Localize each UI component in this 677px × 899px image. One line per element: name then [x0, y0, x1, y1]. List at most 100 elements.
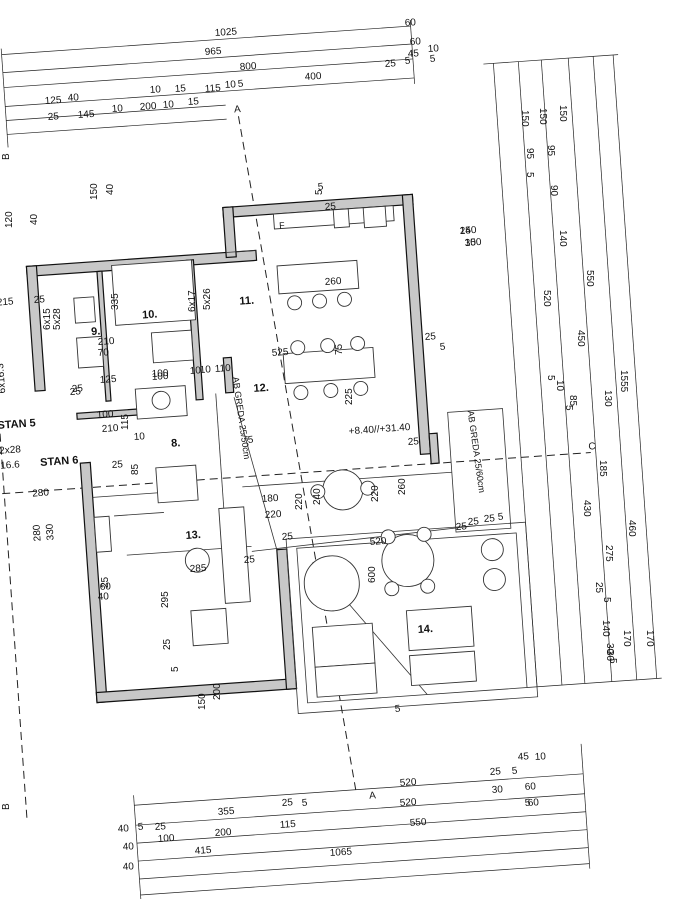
section-line-c — [2, 452, 591, 495]
dim-label-interior: 60 — [99, 581, 111, 593]
dim-label-right: 5 — [563, 405, 574, 411]
dim-label-top: 60 — [404, 17, 416, 29]
dim-label-interior: 25 — [243, 554, 255, 566]
dim-label-bottom: 45 — [517, 751, 529, 763]
dim-label-right: 95 — [524, 148, 535, 160]
fridge-label: F — [279, 220, 286, 230]
dim-label-right: 130 — [602, 390, 613, 407]
dim-label-bottom: 415 — [194, 845, 212, 857]
dim-label-top: 10 — [427, 43, 439, 55]
dim-label-top: 10 — [224, 79, 236, 91]
dim-label-top: 200 — [139, 101, 157, 113]
walls — [25, 193, 440, 704]
dim-label-interior: 100 — [151, 368, 169, 380]
dim-label-interior: 210 — [97, 336, 115, 348]
dim-label-bottom: 30 — [491, 784, 503, 796]
dim-label-bottom: 40 — [117, 823, 129, 835]
dim-label-right: 170 — [621, 630, 632, 647]
dim-label-interior: 5x26 — [202, 288, 213, 310]
dim-label-top: 10 — [149, 84, 161, 96]
dim-label-right: 150 — [557, 105, 568, 122]
dim-label-bottom: 5 — [301, 798, 308, 809]
dim-label-interior: 10 — [133, 431, 145, 443]
dim-label-bottom: 25 — [154, 821, 166, 833]
dim-label-interior: 10 — [189, 365, 201, 377]
dim-label-interior: 70 — [97, 347, 109, 359]
dim-label-interior: 25 — [455, 521, 467, 533]
dim-label-bottom: 25 — [489, 766, 501, 778]
dim-label-interior: 285 — [189, 563, 207, 575]
dim-label-bottom: 40 — [122, 841, 134, 853]
terrace-outline — [285, 521, 539, 714]
dim-label-interior: 25 — [467, 516, 479, 528]
left-dim-280: 280 — [32, 487, 50, 499]
dim-label-top: 965 — [204, 46, 222, 58]
dim-label-interior: 10 — [199, 364, 211, 376]
dim-label-top: 15 — [174, 83, 186, 95]
dim-label-interior: 25 — [324, 201, 336, 213]
stair-label-2: 6x16.3 — [0, 363, 8, 394]
room-12: 12. — [253, 382, 269, 395]
dim-label-interior: 335 — [110, 293, 121, 310]
dim-label-bottom: 520 — [399, 797, 417, 809]
dim-label-right: 30 — [604, 650, 615, 662]
dim-label-top: 400 — [304, 71, 322, 83]
dim-label-interior: 225 — [344, 388, 355, 405]
dim-label-interior: 100 — [151, 371, 169, 383]
dim-label-bottom: 520 — [399, 777, 417, 789]
dim-label-interior: 115 — [120, 414, 131, 430]
dim-label-interior: 30 — [464, 237, 476, 249]
dim-label-bottom: 60 — [527, 797, 539, 809]
dim-label-top: 125 — [44, 95, 62, 107]
room-10: 10. — [142, 308, 158, 321]
section-marker-b-top: B — [1, 153, 12, 160]
dim-label-interior: 5 — [317, 182, 324, 193]
dim-label-interior: 5x28 — [52, 308, 63, 330]
dim-label-interior: 125 — [99, 374, 117, 386]
dim-label-bottom: 1065 — [329, 846, 352, 859]
dim-label-right: 10 — [554, 380, 565, 392]
left-dim-25: 25 — [33, 294, 45, 306]
dim-label-right: 25 — [593, 582, 604, 594]
dim-label-right: 550 — [584, 270, 595, 287]
dim-label-interior: 25 — [162, 638, 173, 650]
beam-label-right: AB GREDA 25/60cm — [466, 410, 487, 494]
dim-label-interior: 5 — [394, 704, 401, 715]
dim-label-interior: 220 — [264, 509, 282, 521]
dim-label-top: 10 — [111, 103, 123, 115]
dim-label-interior: 260 — [324, 276, 342, 288]
dim-label-top: 5 — [429, 54, 436, 65]
dim-label-right: 1555 — [618, 370, 629, 393]
dim-label-right: 450 — [575, 330, 586, 347]
dim-label-right: 520 — [541, 290, 552, 307]
dim-label-right: 150 — [537, 108, 548, 125]
beam-label-left: AB GREDA 25/50cm — [231, 376, 252, 460]
dim-label-interior: 75 — [334, 343, 345, 355]
dim-label-top: 800 — [239, 61, 257, 73]
room-8: 8. — [171, 437, 181, 450]
dim-label-interior: 140 — [459, 225, 477, 237]
dim-label-interior: 600 — [367, 566, 378, 583]
section-marker-a-bottom: A — [369, 790, 377, 801]
dim-label-right: 150 — [519, 110, 530, 127]
dim-label-interior: 5 — [497, 512, 504, 523]
dim-label-interior: 25 — [69, 386, 81, 398]
dim-label-interior: 25 — [407, 436, 419, 448]
dim-label-interior: 6x17 — [187, 290, 198, 312]
dim-label-bottom: 200 — [214, 827, 232, 839]
dim-label-bottom: 40 — [122, 861, 134, 873]
dim-label-right: 5 — [524, 172, 535, 178]
room-9: 9. — [91, 325, 101, 338]
dim-label-right: 5 — [601, 597, 612, 603]
dim-label-interior: 525 — [271, 347, 289, 359]
dim-label-interior: 210 — [101, 423, 119, 435]
dim-lines-right — [483, 54, 662, 688]
dim-label-top: 115 — [204, 83, 221, 95]
dim-label-right: 275 — [603, 545, 614, 562]
dim-label-bottom: 5 — [137, 822, 144, 833]
dim-label-top: 1025 — [214, 26, 237, 39]
dim-label-right: 5 — [607, 658, 618, 664]
